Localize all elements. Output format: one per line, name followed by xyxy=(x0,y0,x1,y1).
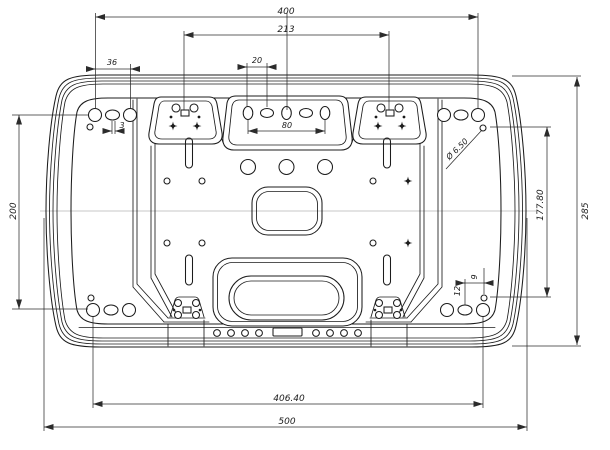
cross-marker-icon xyxy=(403,176,413,186)
dim-corner-12-9: 12 9 xyxy=(453,268,494,305)
dim-left-200: 200 xyxy=(9,114,88,310)
vertical-slot xyxy=(184,137,194,169)
dim-right-17780: 177.80 xyxy=(490,126,551,298)
dim-20-label: 20 xyxy=(252,56,262,65)
vertical-slot xyxy=(382,137,392,169)
vertical-slot xyxy=(184,254,194,286)
dim-diameter-label: Ø 6.50 xyxy=(443,136,470,162)
dim-right-285: 285 xyxy=(512,75,591,347)
dim-285-label: 285 xyxy=(581,202,591,219)
top-right-tab xyxy=(352,96,427,145)
corner-pad-top-right xyxy=(436,107,487,132)
dim-500-label: 500 xyxy=(278,417,295,427)
dim-bottom-500: 500 xyxy=(43,218,528,431)
dim-3: 3 xyxy=(102,121,125,134)
dim-40640-label: 406.40 xyxy=(273,394,305,404)
dim-20: 20 xyxy=(237,56,277,107)
center-opening xyxy=(251,186,323,236)
dim-36-label: 36 xyxy=(107,58,117,67)
dim-diameter-650: Ø 6.50 xyxy=(443,129,483,170)
dim-3-label: 3 xyxy=(119,121,124,130)
top-center-recess xyxy=(222,95,353,151)
dim-bottom-40640: 406.40 xyxy=(92,317,484,408)
dim-top-400: 400 xyxy=(95,7,479,110)
corner-pad-bottom-left xyxy=(85,294,137,318)
bottom-left-tab xyxy=(169,296,205,320)
dim-top-213: 213 xyxy=(183,25,390,110)
corner-pad-top-left xyxy=(86,107,138,131)
bottom-center-recess xyxy=(212,257,363,327)
vertical-slot xyxy=(382,254,392,286)
dim-36: 36 xyxy=(86,58,140,108)
dim-80-label: 80 xyxy=(282,121,292,130)
dim-200-label: 200 xyxy=(9,202,19,219)
top-left-tab xyxy=(148,96,223,145)
panel-face xyxy=(70,97,502,325)
dim-12-label: 12 xyxy=(453,286,462,296)
dim-213-label: 213 xyxy=(277,25,294,35)
dim-80: 80 xyxy=(247,120,326,134)
plate-outline xyxy=(45,74,527,348)
dim-9-label: 9 xyxy=(470,274,479,279)
dim-400-label: 400 xyxy=(277,7,294,17)
dim-17780-label: 177.80 xyxy=(536,189,546,221)
bottom-strip xyxy=(213,327,362,337)
cross-marker-icon xyxy=(403,238,413,248)
panel-holes xyxy=(163,137,413,286)
bottom-right-tab xyxy=(370,296,406,320)
